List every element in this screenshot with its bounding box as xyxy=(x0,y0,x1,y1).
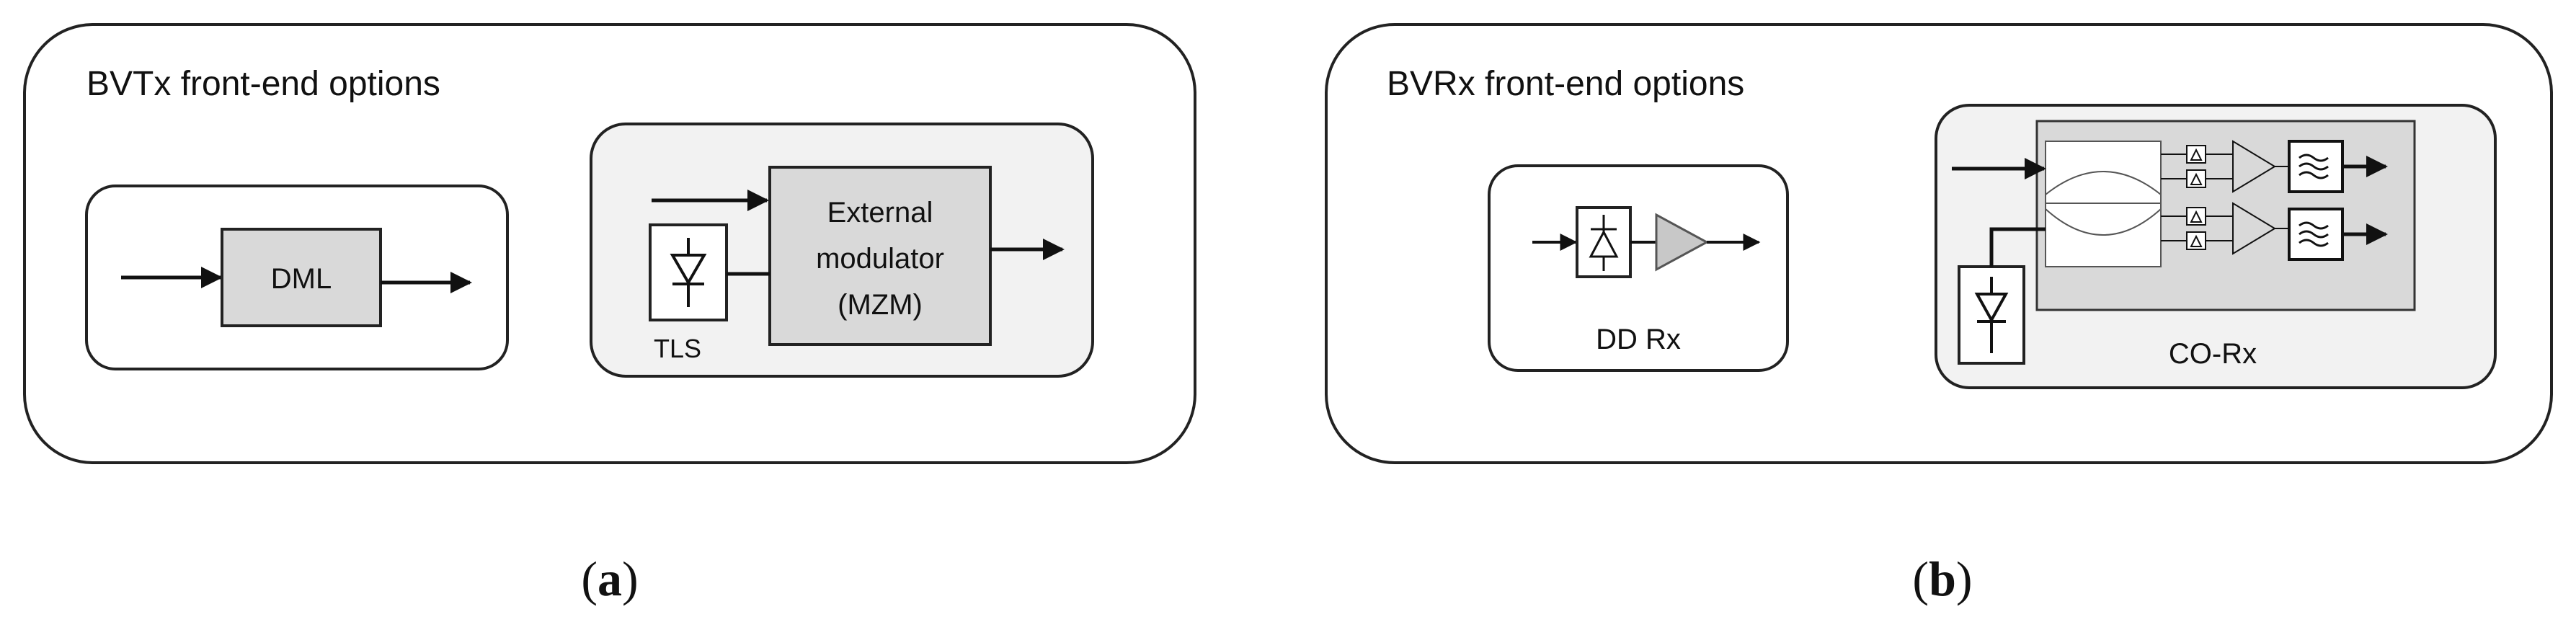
panel-b: BVRx front-end options DD Rx xyxy=(1325,23,2553,606)
dd-rx-option: DD Rx xyxy=(1488,164,1789,372)
bandpass-filter-icon xyxy=(2288,208,2344,261)
modulator-block xyxy=(768,166,992,346)
amplifier-icon xyxy=(2232,202,2276,255)
co-rx-label: CO-Rx xyxy=(2169,338,2257,370)
modulator-label-line-1: External xyxy=(827,197,933,228)
modulator-option: External modulator (MZM) TLS xyxy=(590,123,1094,378)
dd-rx-label: DD Rx xyxy=(1596,324,1681,355)
hybrid-coupler-2 xyxy=(2045,207,2162,267)
modulator-label-line-2: modulator xyxy=(816,243,944,275)
bandpass-filter-icon xyxy=(2288,140,2344,193)
amplifier-icon xyxy=(1655,213,1710,272)
panel-a-caption: (a) xyxy=(581,551,638,606)
lo-feed-line xyxy=(1989,227,2046,267)
co-rx-branch-2 xyxy=(2161,202,2388,261)
laser-source-icon xyxy=(1974,277,2009,353)
modulator-label-line-3: (MZM) xyxy=(838,289,923,321)
tls-label: TLS xyxy=(654,334,701,363)
amplifier-icon xyxy=(2232,140,2276,193)
dd-rx-box xyxy=(1488,164,1789,372)
dml-option: DML xyxy=(85,185,509,370)
dml-label: DML xyxy=(271,263,332,295)
photodiode-icon xyxy=(670,238,707,307)
co-rx-branch-1 xyxy=(2161,140,2388,193)
panel-b-caption: (b) xyxy=(1912,551,1972,606)
co-rx-option: CO-Rx xyxy=(1935,104,2497,389)
panel-b-title: BVRx front-end options xyxy=(1387,65,1744,103)
panel-a: BVTx front-end options DML External modu… xyxy=(23,23,1196,606)
hybrid-coupler-1 xyxy=(2045,141,2162,197)
dml-block xyxy=(221,228,382,327)
panel-a-title: BVTx front-end options xyxy=(86,65,440,103)
photodiode-icon xyxy=(1589,215,1619,271)
